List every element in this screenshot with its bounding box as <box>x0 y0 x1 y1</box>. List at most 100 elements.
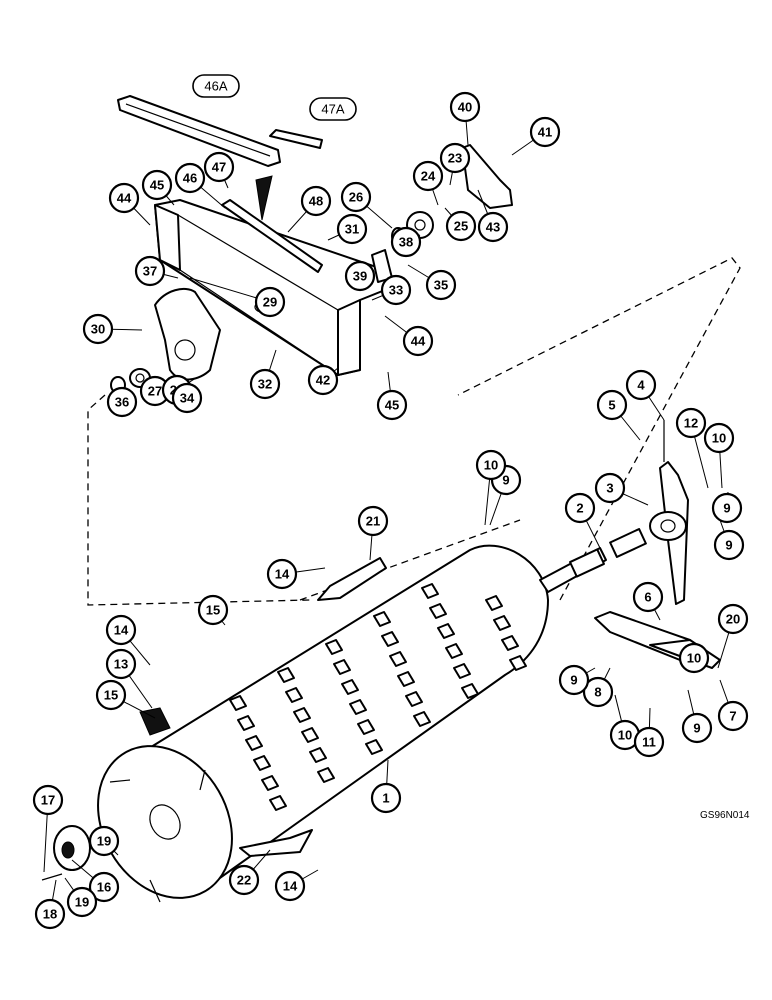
callout-group: 1234567899999101010101112131414141515161… <box>32 91 749 930</box>
callout-10: 10 <box>678 642 710 674</box>
callout-15: 15 <box>95 679 127 711</box>
callout-number: 22 <box>237 873 251 888</box>
callout-circle <box>357 505 389 537</box>
callout-circle <box>445 210 477 242</box>
callout-number: 6 <box>644 590 651 605</box>
drum-paddle <box>317 767 335 783</box>
drum-paddle <box>389 651 407 667</box>
drum-paddle <box>397 671 415 687</box>
callout-number: 36 <box>115 395 129 410</box>
callout-9: 9 <box>681 712 713 744</box>
callout-number: 4 <box>637 378 645 393</box>
callout-6: 6 <box>632 581 664 613</box>
callout-39: 39 <box>344 260 376 292</box>
callout-circle <box>197 594 229 626</box>
callout-number: 10 <box>687 651 701 666</box>
callout-1: 1 <box>370 782 402 814</box>
callout-circle <box>300 185 332 217</box>
callout-number: 10 <box>484 458 498 473</box>
callout-number: 13 <box>114 657 128 672</box>
drum-paddle <box>261 775 279 791</box>
callout-number: 44 <box>411 334 426 349</box>
callout-number: 23 <box>448 151 462 166</box>
callout-17: 17 <box>32 784 64 816</box>
callout-number: 10 <box>618 728 632 743</box>
callout-29: 29 <box>254 286 286 318</box>
callout-44: 44 <box>402 325 434 357</box>
callout-circle <box>380 274 412 306</box>
callout-42: 42 <box>307 364 339 396</box>
callout-number: 32 <box>258 377 272 392</box>
callout-circle <box>134 255 166 287</box>
callout-number: 34 <box>180 391 195 406</box>
callout-31: 31 <box>336 213 368 245</box>
callout-14: 14 <box>105 614 137 646</box>
callout-circle <box>675 407 707 439</box>
callout-circle <box>307 364 339 396</box>
bearing-housing-3 <box>649 461 689 605</box>
callout-45: 45 <box>376 389 408 421</box>
callout-number: 11 <box>642 735 656 750</box>
callout-35: 35 <box>425 269 457 301</box>
bar-46a <box>117 95 281 167</box>
callout-20: 20 <box>717 603 749 635</box>
callout-circle <box>88 871 120 903</box>
callout-number: 17 <box>41 793 55 808</box>
callout-circle <box>108 182 140 214</box>
callout-circle <box>681 712 713 744</box>
callout-circle <box>596 389 628 421</box>
bolt-17 <box>41 873 63 881</box>
callout-44: 44 <box>108 182 140 214</box>
callout-circle <box>564 492 596 524</box>
plate-40 <box>461 144 513 209</box>
callout-circle <box>402 325 434 357</box>
callout-10: 10 <box>475 449 507 481</box>
callout-19: 19 <box>88 825 120 857</box>
drum-paddle <box>445 643 463 659</box>
drum-paddle <box>301 727 319 743</box>
callout-number: 46 <box>183 171 197 186</box>
callout-circle <box>425 269 457 301</box>
drum-paddle <box>245 735 263 751</box>
callout-number: 18 <box>43 907 57 922</box>
callout-circle <box>390 226 422 258</box>
callout-circle <box>370 782 402 814</box>
callout-9: 9 <box>711 492 743 524</box>
callout-circle <box>594 472 626 504</box>
callout-9: 9 <box>713 529 745 561</box>
drum-paddle <box>501 635 519 651</box>
hub-16 <box>53 825 91 871</box>
strip-47a <box>269 129 323 149</box>
callout-number: 8 <box>594 685 601 700</box>
callout-circle <box>678 642 710 674</box>
callout-number: 25 <box>454 219 468 234</box>
callout-4: 4 <box>625 369 657 401</box>
callout-circle <box>717 700 749 732</box>
callout-number: 7 <box>729 709 736 724</box>
callout-10: 10 <box>609 719 641 751</box>
drum-paddle <box>229 695 247 711</box>
drum-paddle <box>461 683 479 699</box>
callout-number: 9 <box>725 538 732 553</box>
callout-19: 19 <box>66 886 98 918</box>
callout-45: 45 <box>141 169 173 201</box>
callout-circle <box>171 382 203 414</box>
callout-number: 45 <box>150 178 164 193</box>
callout-number: 5 <box>608 398 615 413</box>
callout-25: 25 <box>445 210 477 242</box>
callout-number: 15 <box>104 688 118 703</box>
callout-circle <box>266 558 298 590</box>
plate-22 <box>239 829 313 857</box>
drum-paddle <box>373 611 391 627</box>
callout-number: 35 <box>434 278 448 293</box>
callout-48: 48 <box>300 185 332 217</box>
callout-circle <box>88 825 120 857</box>
callout-number: 12 <box>684 416 698 431</box>
callout-number: 24 <box>421 169 436 184</box>
callout-18: 18 <box>34 898 66 930</box>
callout-circle <box>105 614 137 646</box>
callout-43: 43 <box>477 211 509 243</box>
callout-circle <box>254 286 286 318</box>
callout-14: 14 <box>274 870 306 902</box>
callout-circle <box>174 162 206 194</box>
